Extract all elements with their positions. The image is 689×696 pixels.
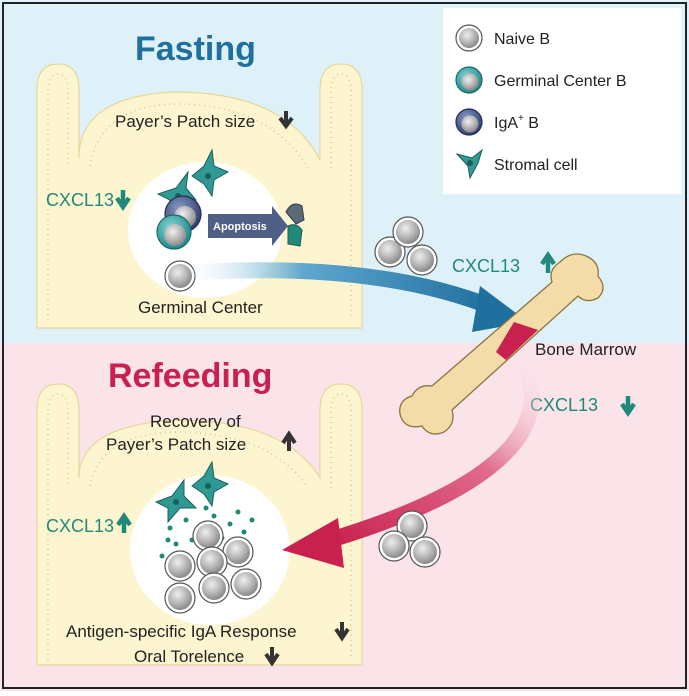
stromal-cell-icon [191, 148, 230, 198]
marrow-region [496, 322, 538, 360]
naive-b-cell-icon [396, 510, 428, 542]
apoptotic-cell-icon [285, 203, 305, 247]
up-arrow-icon [281, 430, 297, 451]
recovery-label-line2: Payer’s Patch size [106, 435, 246, 454]
up-arrow-icon [116, 511, 132, 533]
naive-b-cell-icon [230, 568, 262, 600]
bone-marrow-label: Bone Marrow [535, 340, 637, 359]
naive-b-cell-icon [455, 24, 483, 52]
recovery-label-line1: Recovery of [150, 412, 241, 431]
legend-label-stromal-cell: Stromal cell [494, 157, 578, 174]
legend-label-iga-b: IgA+ B [494, 113, 539, 132]
down-arrow-icon [115, 190, 131, 212]
cxcl13-fasting-label: CXCL13 [46, 190, 114, 210]
legend: Naive B Germinal Center B IgA+ B Stromal… [443, 8, 681, 194]
apoptosis-arrow: Apoptosis [208, 206, 288, 246]
naive-b-cell-icon [164, 260, 196, 292]
germinal-center-b-cell-icon [156, 214, 192, 250]
naive-b-cell-icon [222, 536, 254, 568]
stromal-cell-icon [455, 148, 483, 180]
stromal-cell-icon [191, 460, 230, 508]
stromal-cell-icon [154, 478, 198, 524]
cxcl13-bone-up-label: CXCL13 [452, 256, 520, 276]
refeeding-title: Refeeding [108, 357, 272, 395]
down-arrow-icon [334, 622, 350, 642]
iga-response-label: Antigen-specific IgA Response [66, 622, 297, 641]
down-arrow-icon [620, 396, 636, 418]
naive-b-cell-icon [406, 244, 438, 276]
fasting-title: Fasting [135, 30, 256, 68]
naive-b-cell-icon [198, 572, 230, 604]
legend-label-germinal-center-b: Germinal Center B [494, 73, 627, 90]
cxcl13-bone-down-label: CXCL13 [530, 395, 598, 415]
naive-b-cell-icon [378, 530, 410, 562]
naive-b-cell-icon [409, 536, 441, 568]
naive-b-cell-icon [164, 582, 196, 614]
cxcl13-refeeding-label: CXCL13 [46, 516, 114, 536]
apoptosis-label: Apoptosis [213, 221, 267, 233]
germinal-center-b-cell-icon [455, 66, 483, 94]
naive-b-cell-icon [392, 216, 424, 248]
bone-icon [399, 253, 604, 435]
naive-b-cell-icon [196, 546, 228, 578]
naive-b-cell-icon [374, 236, 406, 268]
naive-b-cell-icon [164, 550, 196, 582]
naive-b-cell-cluster [164, 520, 262, 614]
migration-arrow-to-peyers-patch [282, 364, 540, 568]
legend-label-naive-b: Naive B [494, 31, 550, 48]
patch-size-label: Payer’s Patch size [115, 112, 255, 131]
up-arrow-icon [540, 250, 556, 273]
oral-tolerance-label: Oral Torelence [134, 647, 244, 666]
germinal-center-label: Germinal Center [138, 298, 263, 317]
iga-b-cell-icon [455, 108, 483, 136]
down-arrow-icon [278, 111, 294, 130]
down-arrow-icon [264, 647, 280, 667]
naive-b-cell-icon [192, 520, 224, 552]
